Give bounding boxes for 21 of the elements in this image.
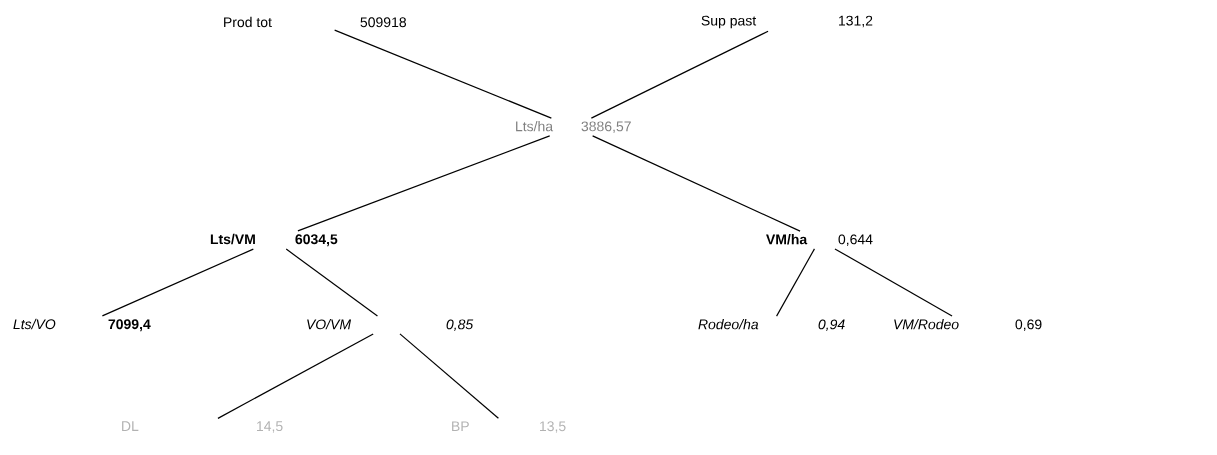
value-label: VO/VM 0,85	[307, 319, 474, 331]
value-label: Lts/ha 3886,57	[516, 121, 631, 133]
value-label: Rodeo/ha 0,94	[698, 319, 845, 331]
connector-line	[101, 248, 254, 317]
connector-line	[590, 30, 769, 119]
connector-line	[834, 248, 953, 317]
value-label: BP 13,5	[452, 421, 566, 433]
value-label: Lts/VM 6034,5	[210, 233, 338, 247]
value-label: Sup past 131,2	[701, 15, 873, 29]
connector-line	[592, 135, 801, 232]
connector-line	[334, 29, 552, 119]
value-label: VM/ha 0,644	[766, 234, 873, 246]
value-label: DL 14,5	[122, 421, 283, 433]
connector-line	[285, 248, 379, 317]
connector-line	[217, 333, 374, 419]
value-label: Lts/VO 7099,4	[13, 318, 151, 332]
connector-line	[399, 333, 499, 419]
value-label: VM/Rodeo 0,69	[894, 319, 1042, 331]
connector-line	[297, 135, 551, 232]
value-label: Prod tot 509918	[224, 16, 407, 28]
connector-line	[776, 248, 816, 317]
